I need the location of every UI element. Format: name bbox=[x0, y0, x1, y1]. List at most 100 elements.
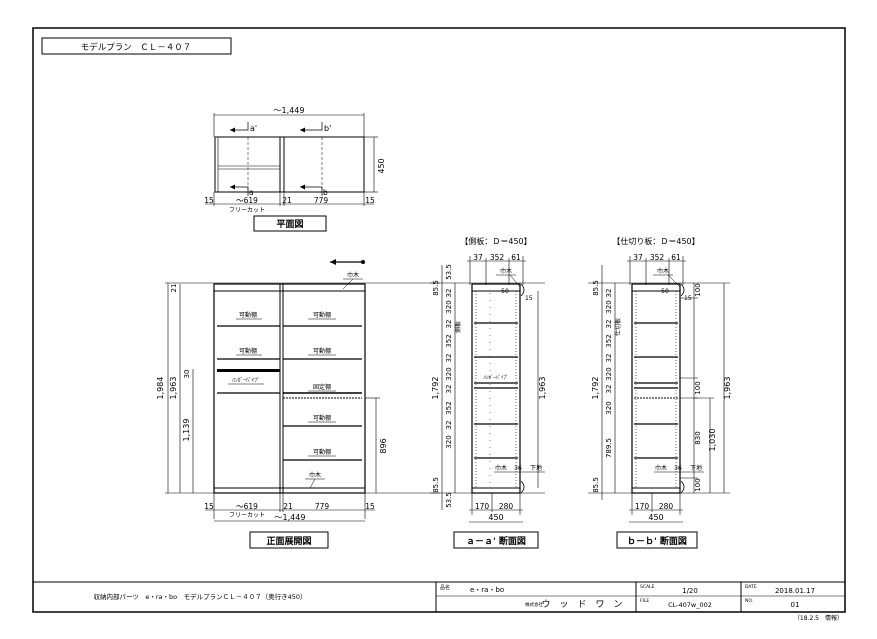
section-a-label-side: 側板 bbox=[454, 321, 462, 333]
section-a-top-dim-1: 37 bbox=[473, 253, 483, 262]
section-b-height-830: 830 bbox=[694, 431, 702, 444]
section-b-height-100-mid: 100 bbox=[694, 381, 702, 394]
plan-free-cut: フリーカット bbox=[229, 207, 265, 214]
plan-dim-15-right: 15 bbox=[365, 196, 375, 205]
title-block-date-value: 2018.01.17 bbox=[775, 587, 815, 595]
section-b-left-dim: 320 bbox=[605, 367, 613, 380]
section-a-left-dim: 32 bbox=[445, 320, 453, 329]
title-block-description: 収納内部パーツ e・ra・bo モデルプランＣＬ－４０７（奥行き450） bbox=[93, 592, 306, 601]
section-a-bottom-dim-1: 170 bbox=[475, 502, 490, 511]
front-pole-label: ﾊﾝｶﾞｰﾊﾟｲﾌﾟ bbox=[232, 377, 260, 384]
section-a-height-1963: 1,963 bbox=[538, 377, 547, 400]
title-block-file-label: FILE bbox=[640, 598, 649, 604]
plan-dim-779: 779 bbox=[314, 196, 329, 205]
front-caption: 正面展開図 bbox=[266, 536, 311, 547]
section-b-left-dim: 85.5 bbox=[592, 280, 600, 296]
plan-dim-619: ～619 bbox=[236, 196, 258, 205]
title-block-scale-value: 1/20 bbox=[682, 587, 698, 595]
plan-arrow-a-bottom: a bbox=[249, 188, 254, 197]
section-b-height-1792: 1,792 bbox=[591, 377, 600, 400]
section-a-left-dim: 85.5 bbox=[432, 477, 440, 493]
section-a-small-50: 50 bbox=[501, 288, 509, 295]
section-b-label-top: 巾木 bbox=[657, 267, 669, 275]
section-b-left-dims: 85.5 32 320 32 352 32 320 32 320 789.5 8… bbox=[592, 280, 613, 493]
title-block-footer: （18.2.5 情報） bbox=[794, 614, 843, 622]
section-a-left-dim: 32 bbox=[445, 421, 453, 430]
plan-arrow-b-top: b' bbox=[324, 124, 331, 133]
front-height-30: 30 bbox=[183, 370, 191, 379]
front-shelf-label-6: 可動棚 bbox=[313, 448, 331, 456]
section-b-left-dim: 32 bbox=[605, 320, 613, 329]
section-a-caption: ａ－ａ' 断面図 bbox=[466, 535, 526, 547]
title-block-company-value: ウ ッ ド ワ ン bbox=[541, 599, 622, 610]
section-a-bottom-dim-2: 280 bbox=[499, 502, 514, 511]
plan-arrow-b-bottom: b bbox=[323, 188, 328, 197]
section-b-left-dim: 32 bbox=[605, 354, 613, 363]
section-b-label-bottom-a: 巾木 bbox=[655, 464, 667, 472]
section-a-label-bottom-b: 下地 bbox=[530, 464, 542, 472]
title-block-name-value: e・ra・bo bbox=[470, 586, 504, 594]
section-b-top-dim-2: 352 bbox=[650, 253, 665, 262]
plan-view: ～1,449 a' b' a b 450 15 ～619 21 779 bbox=[204, 106, 386, 232]
section-a-label-bottom-a: 巾木 bbox=[495, 464, 507, 472]
model-plan-title: モデルプラン ＣＬ－４０７ bbox=[81, 42, 192, 53]
section-b-caption: ｂ－ｂ' 断面図 bbox=[627, 535, 687, 547]
section-b-depth: 450 bbox=[648, 513, 663, 522]
section-b-label-side: 仕切板 bbox=[614, 318, 622, 336]
front-bottom-label: 巾木 bbox=[309, 471, 321, 479]
title-block-date-label: DATE bbox=[745, 584, 757, 590]
plan-overall-width: ～1,449 bbox=[274, 106, 305, 115]
section-a-label-top: 巾木 bbox=[500, 267, 512, 275]
front-height-1984: 1,984 bbox=[156, 377, 165, 400]
plan-dim-21: 21 bbox=[282, 196, 292, 205]
section-a-left-dim: 320 bbox=[445, 367, 453, 380]
section-b-small-36: 36 bbox=[674, 465, 682, 472]
section-b-label-bottom-b: 下地 bbox=[690, 464, 702, 472]
front-shelf-label-1: 可動棚 bbox=[239, 311, 257, 319]
section-a-left-dim: 352 bbox=[445, 334, 453, 347]
section-a-height-1792: 1,792 bbox=[431, 377, 440, 400]
section-a-left-dim: 320 bbox=[445, 300, 453, 313]
section-a-small-36: 36 bbox=[514, 465, 522, 472]
front-dim-779: 779 bbox=[315, 502, 330, 511]
section-b: 【仕切り板：Ｄ＝450】 37 352 61 巾木 15 50 仕切板 巾木 3… bbox=[588, 236, 732, 549]
section-a-left-dim: 32 bbox=[445, 354, 453, 363]
title-block-name-label: 品名 bbox=[440, 584, 450, 591]
section-a: 【側板：Ｄ＝450】 37 352 61 ﾊﾝｶﾞｰﾊﾟｲﾌﾟ 巾木 15 50… bbox=[430, 236, 547, 549]
title-block-file-value: CL-407w_002 bbox=[668, 601, 712, 609]
title-block-no-label: NO. bbox=[745, 598, 753, 604]
title-block-company-label: 株式会社 bbox=[525, 601, 543, 608]
section-a-pole: ﾊﾝｶﾞｰﾊﾟｲﾌﾟ bbox=[483, 374, 508, 381]
section-a-small-15: 15 bbox=[525, 295, 533, 302]
title-block-scale-label: SCALE bbox=[640, 584, 655, 590]
front-elevation: 可動棚 可動棚 可動棚 可動棚 固定棚 可動棚 可動棚 ﾊﾝｶﾞｰﾊﾟｲﾌﾟ 巾… bbox=[156, 259, 440, 549]
section-b-left-dim: 32 bbox=[605, 289, 613, 298]
front-shelf-label-2: 可動棚 bbox=[313, 311, 331, 319]
front-dim-21: 21 bbox=[283, 502, 293, 511]
front-dim-15-right: 15 bbox=[365, 502, 375, 511]
front-shelf-label-4: 可動棚 bbox=[313, 347, 331, 355]
front-top-label: 巾木 bbox=[347, 271, 359, 279]
section-b-left-dim: 32 bbox=[605, 385, 613, 394]
front-height-1963: 1,963 bbox=[169, 377, 178, 400]
title-block-no-value: 01 bbox=[791, 601, 800, 609]
front-overall-width: ～1,449 bbox=[275, 513, 306, 522]
plan-depth: 450 bbox=[377, 158, 386, 173]
title-block: 収納内部パーツ e・ra・bo モデルプランＣＬ－４０７（奥行き450） 品名 … bbox=[33, 581, 845, 622]
sheet-border bbox=[32, 27, 846, 613]
section-b-height-100-bot: 100 bbox=[694, 478, 702, 491]
model-plan-title-box: モデルプラン ＣＬ－４０７ bbox=[41, 37, 232, 55]
section-a-header: 【側板：Ｄ＝450】 bbox=[460, 236, 531, 246]
section-a-left-dim: 32 bbox=[445, 385, 453, 394]
plan-caption: 平面図 bbox=[276, 219, 303, 230]
front-dim-619: ～619 bbox=[236, 502, 258, 511]
section-a-left-dim: 53.5 bbox=[445, 492, 453, 508]
section-b-height-100-top: 100 bbox=[694, 283, 702, 296]
section-b-top-dim-1: 37 bbox=[633, 253, 643, 262]
section-a-left-dims: 53.5 85.5 32 320 32 352 32 320 32 352 32… bbox=[432, 264, 453, 508]
section-a-left-dim: 352 bbox=[445, 401, 453, 414]
front-height-1139: 1,139 bbox=[182, 419, 191, 442]
section-b-left-dim: 789.5 bbox=[605, 438, 613, 458]
section-a-top-dim-2: 352 bbox=[490, 253, 505, 262]
section-a-left-dim: 32 bbox=[445, 289, 453, 298]
